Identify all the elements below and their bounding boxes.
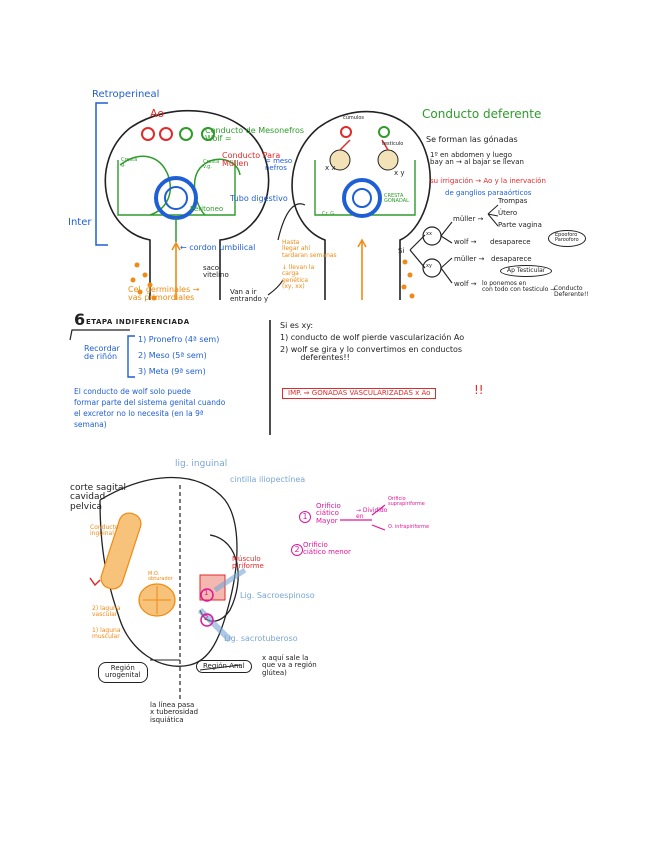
xy-label: x y: [394, 170, 405, 177]
en-abdomen-text: 1º en abdomen y luego bay an → al bajar …: [430, 152, 524, 167]
hasta-llegar-label: Hasta llegar ahí tardaran semanas: [282, 240, 337, 259]
cresta-left-label: Cresta g.: [121, 158, 137, 169]
parte-vagina-label: Parte vagina: [498, 222, 542, 229]
corte-sagital-title: corte sagital cavidad pelvica: [70, 484, 126, 512]
lig-sacroespinoso-label: Lig. Sacroespinoso: [240, 592, 315, 600]
number-1-circle: 1: [299, 511, 311, 523]
number-2-circle: 2: [291, 544, 303, 556]
cumulos-label: cúmulos: [343, 116, 364, 121]
saco-vitelino-label: saco vitelino: [203, 265, 229, 280]
trompas-label: Trompas: [498, 198, 527, 205]
lo-ponemos-text: lo ponemos en con todo con testiculo →: [448, 281, 555, 294]
si-es-xy-heading: Si es xy:: [280, 322, 313, 330]
conducto-deferente-2: Conducto Deferente!!: [554, 286, 589, 299]
aqui-sale-note: x aquí sale la que va a región glútea): [262, 655, 317, 677]
inter-label: Inter: [68, 218, 91, 229]
laguna-muscular-label: 1) laguna muscular: [92, 628, 121, 641]
muller-arrow-2: müller →: [454, 256, 484, 263]
lig-inguinal-label: lig. inguinal: [175, 460, 227, 469]
cel-germinales-label: Cel. germinales → vas primordiales: [128, 286, 200, 303]
orificio-mayor-label: Orificio ciático Mayor: [316, 503, 341, 525]
cordon-umbilical-label: ← cordon umbilical: [180, 244, 255, 252]
m-obturador-label: M.O. obturador: [148, 572, 173, 583]
si-label: Si: [398, 248, 404, 255]
forman-gonadas-text: Se forman las gónadas: [426, 136, 518, 144]
cresta-bottom-label: Cr. G: [322, 212, 334, 217]
dividido-en-label: → Dividido en: [356, 508, 387, 521]
retroperineal-label: Retroperineal: [92, 90, 159, 101]
desaparece-2: desaparece: [491, 256, 532, 263]
musculo-piriforme-label: Músculo piriforme: [232, 556, 264, 571]
region-urogenital-box: Región urogenital: [98, 662, 148, 683]
orificio-menor-label: Orificio ciático menor: [303, 542, 351, 557]
peritoneo-label: Peritoneo: [190, 206, 223, 213]
cresta-gonadal-label: CRESTA GONADAL: [384, 194, 409, 205]
conducto-inguinal-label: Conducto inguinal: [90, 525, 119, 538]
laguna-vascular-label: 2) laguna vascular: [92, 606, 121, 619]
ao-label: Ao: [150, 108, 164, 120]
xy-point-1: 1) conducto de wolf pierde vascularizaci…: [280, 334, 464, 342]
linea-pasa-note: la línea pasa x tuberosidad isquiática: [150, 702, 198, 724]
etapa-indiferenciada-heading: ETAPA INDIFERENCIADA: [86, 319, 190, 326]
kidney-item-2: 2) Meso (5ª sem): [138, 352, 207, 360]
xy-node: xy: [426, 264, 432, 269]
testiculo-label: testiculo: [382, 142, 403, 147]
kidney-item-3: 3) Meta (9ª sem): [138, 368, 206, 376]
infrapiriforme-label: O. infrapiriforme: [388, 525, 429, 530]
xx-node: xx: [426, 232, 432, 237]
epooforo-label: Epooforo Parooforo: [548, 230, 586, 247]
suprapiriforme-label: Orificio suprapiriforme: [388, 497, 425, 508]
van-a-ir-label: Van a ir entrando y: [230, 289, 268, 304]
kidney-item-1: 1) Pronefro (4ª sem): [138, 336, 219, 344]
utero-label: Útero: [498, 210, 517, 217]
xy-point-2: 2) wolf se gira y lo convertimos en cond…: [280, 346, 462, 363]
imp-exclamation: !!: [474, 384, 484, 397]
recordar-rinon-label: Recordar de riñón: [84, 345, 120, 362]
muller-arrow-1: müller →: [453, 216, 483, 223]
xx-label: x x: [325, 165, 336, 172]
tubo-digestivo-label: Tubo digestivo: [230, 195, 288, 203]
irrigacion-text: su irrigación → Ao y la inervación: [430, 178, 546, 185]
cresta-right-label: Cresta v.g.: [203, 160, 219, 171]
wolf-paragraph: El conducto de wolf solo puede formar pa…: [74, 387, 225, 431]
wolf-duct-label: Conducto de Mesonefros Wolf =: [205, 127, 304, 144]
lig-sacrotuberoso-label: Lig. sacrotuberoso: [224, 635, 298, 643]
region-anal-box: Región Anal: [196, 660, 252, 673]
number-6-glyph: 6: [74, 312, 85, 329]
wolf-arrow-1: wolf →: [454, 239, 477, 246]
cintilla-label: cintilla iliopectínea: [230, 476, 305, 484]
llevan-carga-label: ↓ llevan la carga genética (xy, xx): [282, 265, 314, 290]
meso-nefros-label: = meso nefros: [265, 158, 292, 173]
imp-box: IMP. ⇒ GONADAS VASCULARIZADAS x Ao: [282, 388, 436, 399]
conducto-deferente-title: Conducto deferente: [422, 108, 541, 121]
drawing-circle-2: 2: [204, 615, 208, 622]
desaparece-1: desaparece: [490, 239, 531, 246]
drawing-circle-1: 1: [204, 590, 208, 597]
